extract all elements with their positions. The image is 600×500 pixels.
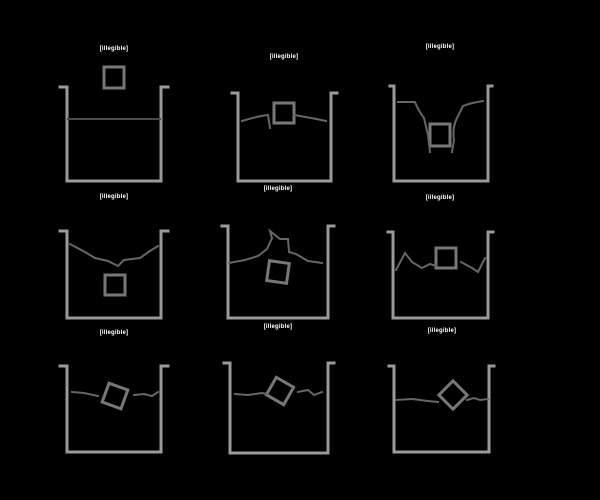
container [386,230,495,320]
panel-caption: [illegible] [427,328,457,334]
panel-4 [58,229,170,320]
container [388,84,494,183]
object-square [100,381,130,411]
liquid-surface [394,396,490,404]
panel-caption: [illegible] [263,324,293,330]
liquid-surface [70,390,160,398]
object-square [264,375,296,407]
panel-caption: [illegible] [263,186,293,192]
container [387,364,496,454]
panel-5 [220,224,336,320]
container [58,364,170,454]
object-square [436,378,470,412]
panel-6 [386,230,495,320]
liquid-surface [394,251,487,274]
liquid-surface [68,242,160,268]
panel-caption: [illegible] [99,46,129,52]
object-square [272,101,296,125]
panel-caption: [illegible] [99,330,129,336]
panel-caption: [illegible] [425,44,455,50]
liquid-surface [233,388,324,397]
panel-caption: [illegible] [99,194,129,200]
panel-9 [387,364,496,454]
container [222,361,336,455]
container [58,229,170,320]
liquid-surface [240,113,328,130]
panel-caption: [illegible] [269,54,299,60]
panel-7 [58,364,170,454]
object-square [103,273,127,297]
object-square [434,246,458,270]
object-square [265,259,291,285]
container [220,224,336,320]
liquid-surface [227,228,324,265]
object-square [102,65,126,90]
container [58,85,170,183]
panel-2 [230,91,339,183]
panel-caption: [illegible] [425,195,455,201]
panel-8 [222,361,336,455]
panel-1 [58,65,170,183]
liquid-surface [397,99,485,154]
panel-3 [388,84,494,183]
container [230,91,339,183]
object-square [428,122,452,148]
